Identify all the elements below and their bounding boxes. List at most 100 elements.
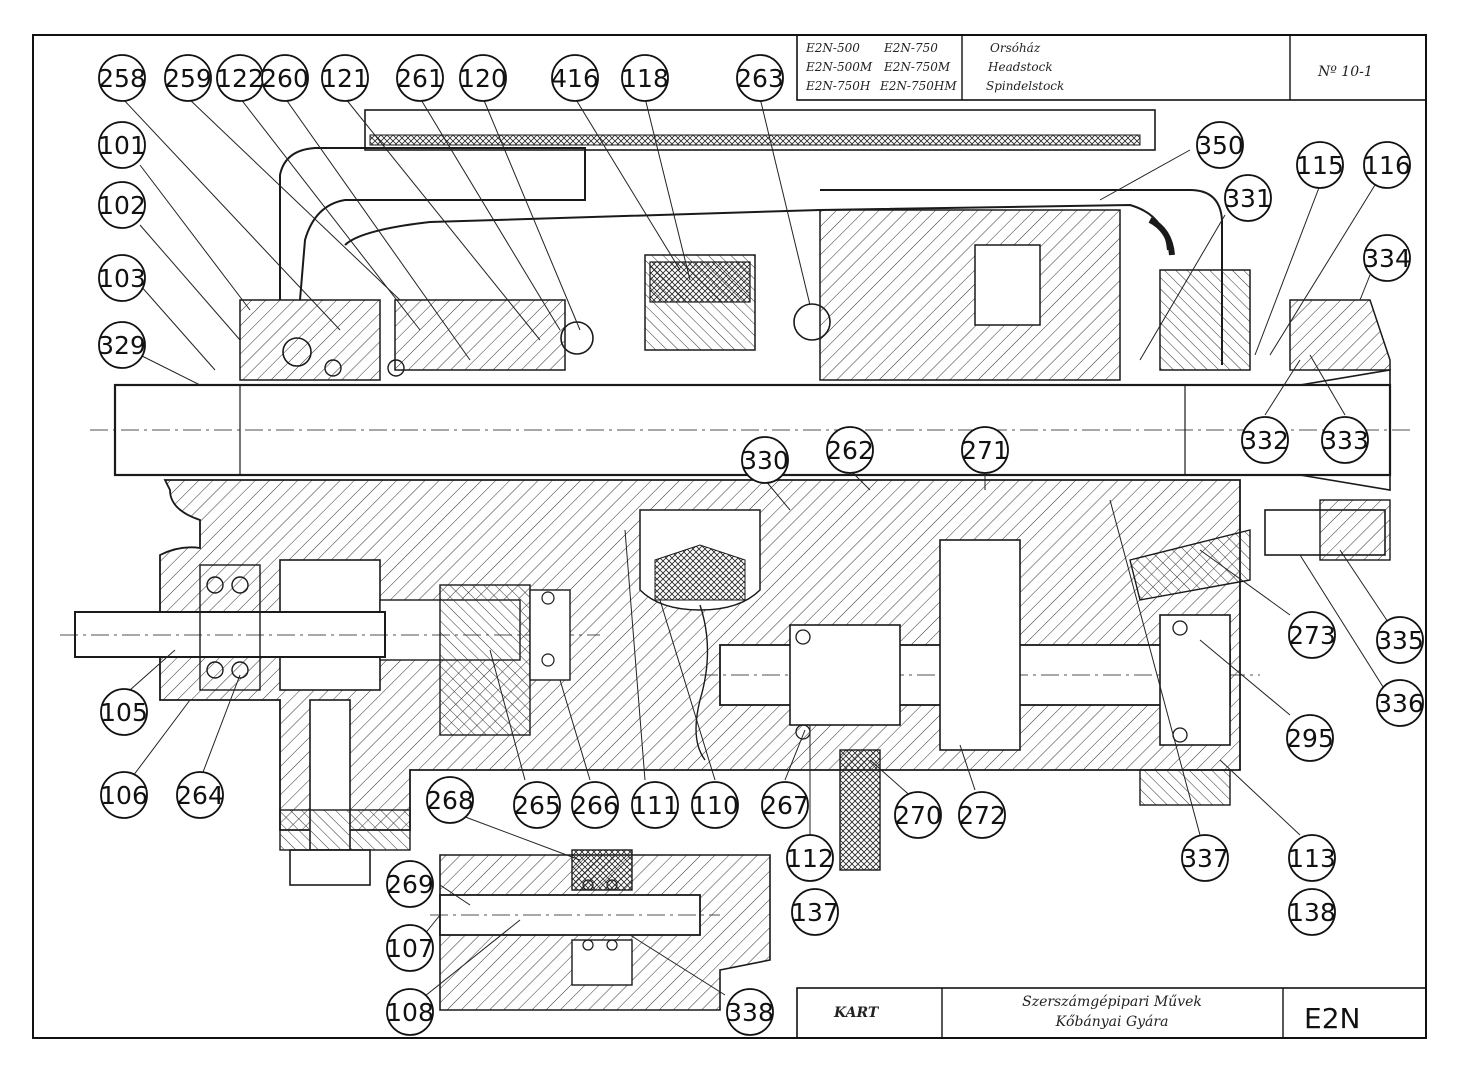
callout-label: 269 bbox=[386, 870, 434, 899]
callout-circle bbox=[1288, 888, 1336, 936]
callout-circle bbox=[1363, 234, 1411, 282]
callout-circle bbox=[1224, 174, 1272, 222]
callout-label: 122 bbox=[216, 64, 264, 93]
callout-label: 266 bbox=[571, 791, 619, 820]
callout-label: 118 bbox=[621, 64, 669, 93]
callout-334: 334 bbox=[1363, 234, 1411, 282]
callout-circle bbox=[571, 781, 619, 829]
callout-115: 115 bbox=[1296, 141, 1344, 189]
callout-circle bbox=[1296, 141, 1344, 189]
model-5: E2N-750H bbox=[805, 79, 871, 93]
callout-271: 271 bbox=[961, 426, 1009, 474]
callout-label: 116 bbox=[1363, 151, 1411, 180]
callout-circle bbox=[786, 834, 834, 882]
callout-circle bbox=[1376, 679, 1424, 727]
callout-111: 111 bbox=[631, 781, 679, 829]
company-line-1: Szerszámgépipari Művek bbox=[1022, 994, 1202, 1010]
callout-106: 106 bbox=[100, 771, 148, 819]
model-2: E2N-750 bbox=[883, 41, 938, 55]
callout-circle bbox=[736, 54, 784, 102]
company-line-2: Kőbányai Gyára bbox=[1055, 1014, 1169, 1030]
name-de: Spindelstock bbox=[986, 79, 1064, 93]
callout-label: 336 bbox=[1376, 689, 1424, 718]
callout-circle bbox=[176, 771, 224, 819]
callout-label: 105 bbox=[100, 698, 148, 727]
callout-label: 111 bbox=[631, 791, 679, 820]
callout-label: 334 bbox=[1363, 244, 1411, 273]
callout-circle bbox=[741, 436, 789, 484]
callout-label: 103 bbox=[98, 264, 146, 293]
callout-circle bbox=[894, 791, 942, 839]
callout-label: 270 bbox=[894, 801, 942, 830]
callout-circle bbox=[164, 54, 212, 102]
name-en: Headstock bbox=[987, 60, 1053, 74]
callout-circle bbox=[791, 888, 839, 936]
callout-261: 261 bbox=[396, 54, 444, 102]
callout-337: 337 bbox=[1181, 834, 1229, 882]
title-block: E2N-500 E2N-750 E2N-500M E2N-750M E2N-75… bbox=[796, 34, 1427, 101]
callout-label: 262 bbox=[826, 436, 874, 465]
callout-label: 350 bbox=[1196, 131, 1244, 160]
mechanism bbox=[60, 109, 1410, 1011]
callout-label: 258 bbox=[98, 64, 146, 93]
callout-circle bbox=[1288, 834, 1336, 882]
callout-105: 105 bbox=[100, 688, 148, 736]
callout-102: 102 bbox=[98, 181, 146, 229]
callout-circle bbox=[1196, 121, 1244, 169]
callout-label: 273 bbox=[1288, 621, 1336, 650]
callout-350: 350 bbox=[1196, 121, 1244, 169]
callout-329: 329 bbox=[98, 321, 146, 369]
callout-107: 107 bbox=[386, 924, 434, 972]
callout-circle bbox=[761, 781, 809, 829]
callout-circle bbox=[958, 791, 1006, 839]
callout-circle bbox=[1286, 714, 1334, 762]
callout-260: 260 bbox=[261, 54, 309, 102]
callout-circle bbox=[1181, 834, 1229, 882]
callout-416: 416 bbox=[551, 54, 599, 102]
callout-label: 330 bbox=[741, 446, 789, 475]
callout-112: 112 bbox=[786, 834, 834, 882]
callout-120: 120 bbox=[459, 54, 507, 102]
callout-circle bbox=[631, 781, 679, 829]
callout-295: 295 bbox=[1286, 714, 1334, 762]
callout-137: 137 bbox=[791, 888, 839, 936]
callout-label: 271 bbox=[961, 436, 1009, 465]
callout-label: 335 bbox=[1376, 626, 1424, 655]
callout-label: 265 bbox=[513, 791, 561, 820]
callout-label: 260 bbox=[261, 64, 309, 93]
maker-label: KART bbox=[833, 1005, 880, 1021]
callout-circle bbox=[459, 54, 507, 102]
model-3: E2N-500M bbox=[805, 60, 873, 74]
callout-label: 267 bbox=[761, 791, 809, 820]
drawing-border bbox=[32, 34, 1427, 1039]
callout-label: 121 bbox=[321, 64, 369, 93]
drawing-code: E2N bbox=[1304, 1002, 1360, 1035]
callout-circle bbox=[98, 181, 146, 229]
callout-circle bbox=[1321, 416, 1369, 464]
callout-circle bbox=[100, 771, 148, 819]
callout-circle bbox=[98, 54, 146, 102]
callout-113: 113 bbox=[1288, 834, 1336, 882]
callout-label: 331 bbox=[1224, 184, 1272, 213]
callout-138: 138 bbox=[1288, 888, 1336, 936]
callout-circle bbox=[321, 54, 369, 102]
callout-label: 108 bbox=[386, 998, 434, 1027]
callout-label: 337 bbox=[1181, 844, 1229, 873]
callout-273: 273 bbox=[1288, 611, 1336, 659]
callout-122: 122 bbox=[216, 54, 264, 102]
callout-268: 268 bbox=[426, 776, 474, 824]
callout-label: 259 bbox=[164, 64, 212, 93]
callout-333: 333 bbox=[1321, 416, 1369, 464]
callout-266: 266 bbox=[571, 781, 619, 829]
callout-label: 110 bbox=[691, 791, 739, 820]
callout-label: 332 bbox=[1241, 426, 1289, 455]
name-hu: Orsóház bbox=[990, 41, 1041, 55]
callout-label: 272 bbox=[958, 801, 1006, 830]
callout-circle bbox=[98, 254, 146, 302]
callout-267: 267 bbox=[761, 781, 809, 829]
model-4: E2N-750M bbox=[883, 60, 951, 74]
callout-label: 120 bbox=[459, 64, 507, 93]
callout-103: 103 bbox=[98, 254, 146, 302]
